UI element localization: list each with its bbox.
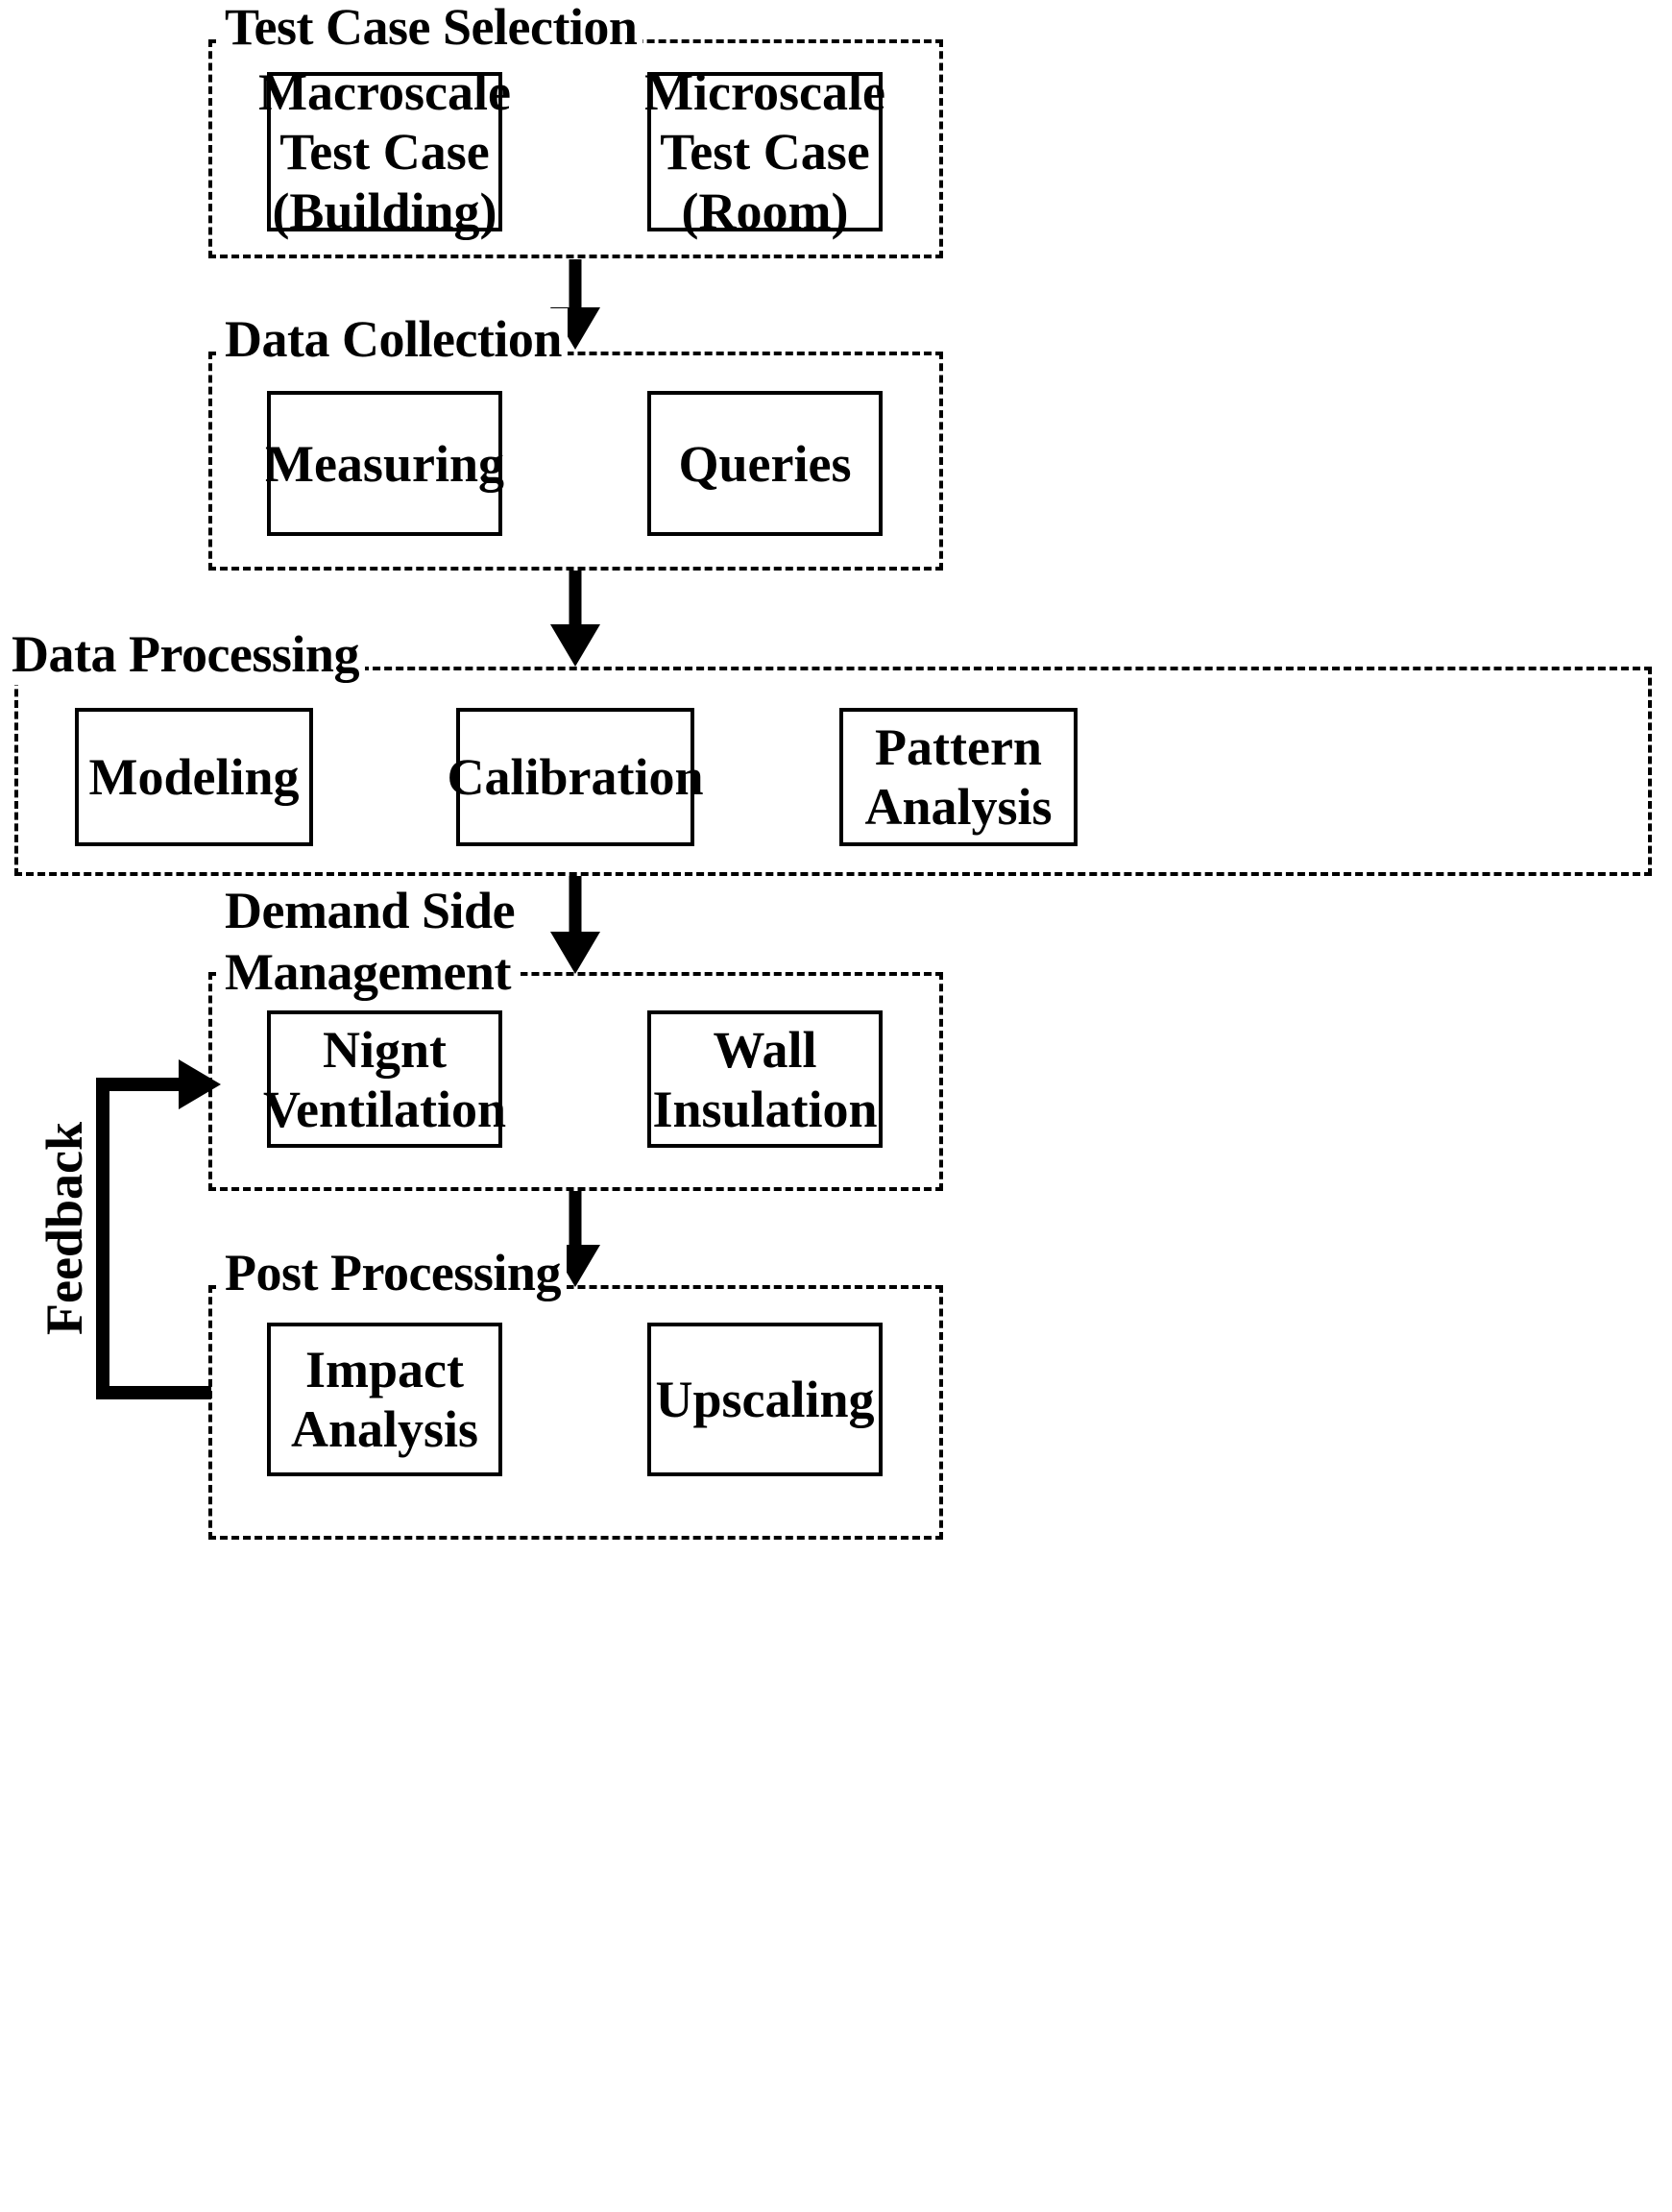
stage-post-processing [208,1285,943,1540]
feedback-arrow-head [179,1059,221,1109]
arrow-head [550,932,600,974]
arrow-data-collection-to-data-processing [550,571,600,667]
node-upscaling[interactable]: Upscaling [647,1323,883,1476]
stage-data-collection [208,352,943,571]
feedback-segment-top [96,1078,179,1091]
arrow-shaft [569,1191,582,1247]
node-wall-insulation[interactable]: Wall Insulation [647,1010,883,1148]
node-pattern-analysis[interactable]: Pattern Analysis [839,708,1078,846]
stage-title-post-processing: Post Processing [219,1242,567,1303]
node-macroscale-test-case[interactable]: Macroscale Test Case (Building) [258,63,511,240]
node-measuring[interactable]: Measuring [265,391,504,536]
node-night-ventilation[interactable]: Nignt Ventilation [263,1010,506,1148]
arrow-head [550,624,600,667]
node-queries[interactable]: Queries [647,391,883,536]
stage-title-test-case-selection: Test Case Selection [219,0,643,58]
arrow-shaft [569,571,582,626]
stage-title-data-processing: Data Processing [6,623,365,685]
node-modeling[interactable]: Modeling [75,708,313,846]
arrow-shaft [569,876,582,934]
node-microscale-test-case[interactable]: Microscale Test Case (Room) [644,63,885,240]
arrow-shaft [569,259,582,309]
feedback-label: Feedback [36,1122,93,1335]
stage-data-processing [14,667,1652,876]
arrow-data-processing-to-dsm [550,876,600,974]
node-impact-analysis[interactable]: Impact Analysis [267,1323,502,1476]
node-calibration[interactable]: Calibration [447,708,704,846]
stage-title-data-collection: Data Collection [219,308,568,370]
feedback-segment-bottom [96,1386,211,1399]
stage-title-demand-side-management: Demand Side Management [219,880,521,1003]
feedback-segment-vertical [96,1078,109,1399]
